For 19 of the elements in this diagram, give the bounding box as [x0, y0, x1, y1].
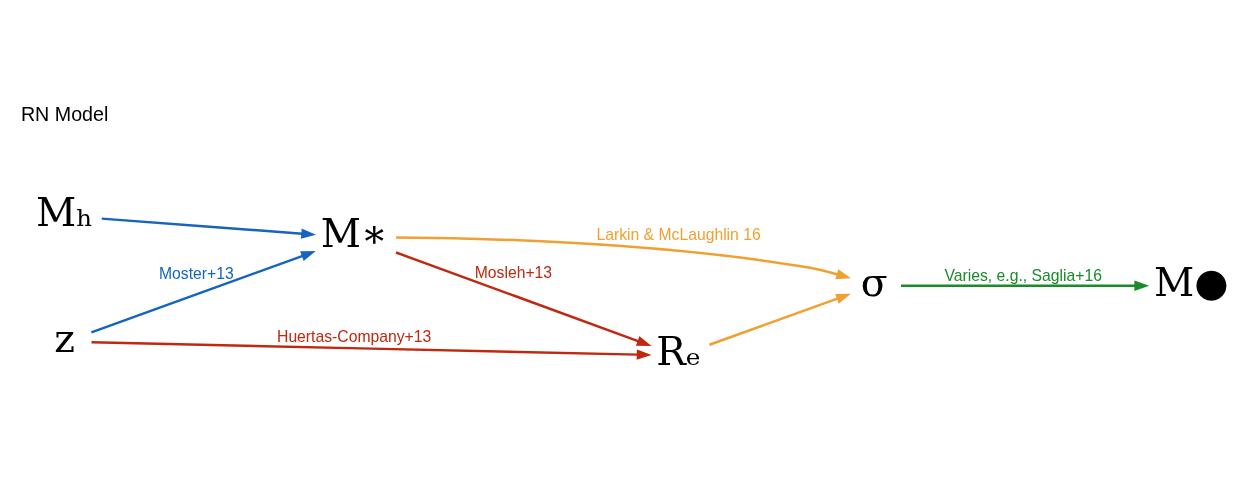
edge-label: Moster+13: [159, 264, 234, 282]
node-text: M●: [1153, 259, 1229, 305]
node-text: z: [54, 315, 75, 361]
label: RN Model: [20, 102, 109, 125]
node-text: Mₕ: [36, 189, 94, 235]
arrow: [90, 250, 316, 334]
edge-label: Larkin & McLaughlin 16: [596, 225, 761, 243]
node-text: Rₑ: [656, 328, 701, 374]
edge-label: Mosleh+13: [474, 263, 553, 281]
edge-label: Huertas-Company+13: [277, 327, 432, 345]
arrow: [101, 216, 317, 239]
arrow: [395, 250, 652, 346]
node-text: M∗: [320, 210, 388, 256]
edge-label: Varies, e.g., Saglia+16: [944, 266, 1102, 284]
arrow: [396, 235, 851, 279]
node-text: σ: [860, 259, 888, 305]
arrow: [709, 293, 851, 346]
arrow: [901, 280, 1150, 291]
arrow: [91, 340, 652, 360]
